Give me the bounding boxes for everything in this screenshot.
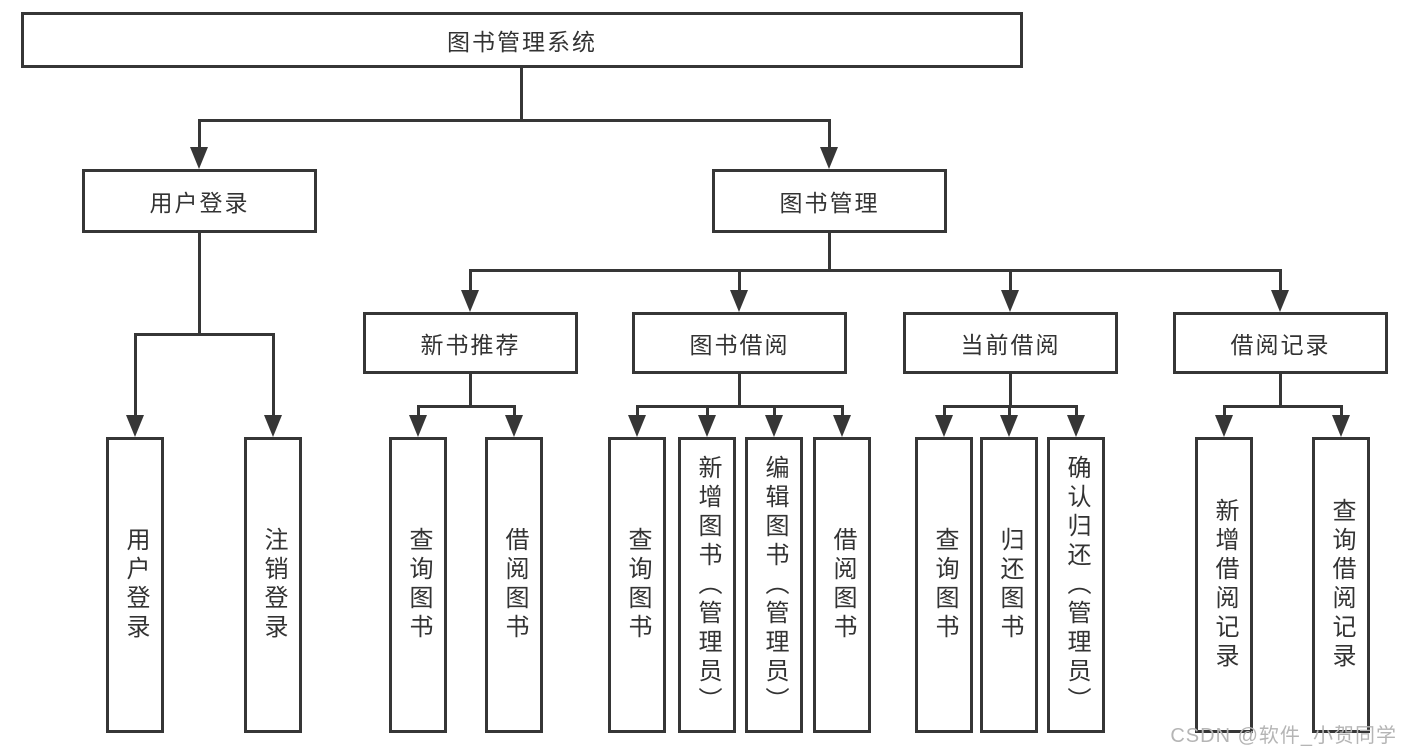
connector-line [469,269,1282,272]
arrow-head [833,415,851,437]
leaf-edit-books-admin: 编辑图书（管理员） [745,437,803,733]
node-label: 当前借阅 [960,332,1061,358]
connector-line [417,406,420,419]
node-label: 用户登录 [149,190,250,216]
connector-line [1009,372,1012,408]
arrow-head [264,415,282,437]
leaf-label: 新增图书（管理员） [694,454,721,716]
connector-line [738,372,741,408]
connector-line [1075,406,1078,419]
node-library-system: 图书管理系统 [21,12,1023,68]
arrow-head [1332,415,1350,437]
connector-line [469,372,472,408]
leaf-label: 查询图书 [405,527,432,643]
connector-line [513,406,516,419]
connector-line [198,119,831,122]
node-label: 图书借阅 [689,332,790,358]
leaf-add-borrow-record: 新增借阅记录 [1195,437,1253,733]
arrow-head [1000,415,1018,437]
leaf-label: 查询图书 [624,527,651,643]
connector-line [417,405,516,408]
connector-line [1223,405,1343,408]
connector-line [272,334,275,419]
connector-line [198,231,201,336]
connector-line [828,120,831,151]
arrow-head [628,415,646,437]
connector-line [636,406,639,419]
leaf-query-books-2: 查询图书 [608,437,666,733]
arrow-head [1067,415,1085,437]
leaf-label: 查询借阅记录 [1328,498,1355,672]
arrow-head [698,415,716,437]
leaf-label: 查询图书 [931,527,958,643]
connector-line [1279,372,1282,408]
arrow-head [190,147,208,169]
connector-line [706,406,709,419]
leaf-return-books: 归还图书 [980,437,1038,733]
arrow-head [730,290,748,312]
node-new-book-recommend: 新书推荐 [363,312,578,374]
leaf-confirm-return-admin: 确认归还（管理员） [1047,437,1105,733]
node-book-borrow: 图书借阅 [632,312,847,374]
arrow-head [1001,290,1019,312]
leaf-add-books-admin: 新增图书（管理员） [678,437,736,733]
connector-line [198,120,201,151]
arrow-head [505,415,523,437]
connector-line [841,406,844,419]
node-borrow-records: 借阅记录 [1173,312,1388,374]
node-label: 新书推荐 [420,332,521,358]
node-label: 图书管理 [779,190,880,216]
arrow-head [126,415,144,437]
arrow-head [935,415,953,437]
leaf-label: 确认归还（管理员） [1063,454,1090,716]
connector-line [828,231,831,272]
connector-line [1009,270,1012,294]
leaf-label: 借阅图书 [829,527,856,643]
connector-line [1223,406,1226,419]
leaf-label: 归还图书 [996,527,1023,643]
leaf-borrow-books-2: 借阅图书 [813,437,871,733]
leaf-logout: 注销登录 [244,437,302,733]
leaf-query-books-3: 查询图书 [915,437,973,733]
connector-line [738,270,741,294]
connector-line [1340,406,1343,419]
connector-line [469,270,472,294]
watermark: CSDN @软件_小贺同学 [1170,725,1397,747]
arrow-head [765,415,783,437]
connector-line [943,406,946,419]
connector-line [636,405,844,408]
node-current-borrow: 当前借阅 [903,312,1118,374]
leaf-label: 编辑图书（管理员） [761,454,788,716]
connector-line [134,333,275,336]
connector-line [520,66,523,121]
leaf-label: 借阅图书 [501,527,528,643]
leaf-query-books-1: 查询图书 [389,437,447,733]
leaf-user-login: 用户登录 [106,437,164,733]
leaf-query-borrow-record: 查询借阅记录 [1312,437,1370,733]
leaf-label: 新增借阅记录 [1211,498,1238,672]
leaf-label: 注销登录 [260,527,287,643]
leaf-borrow-books-1: 借阅图书 [485,437,543,733]
leaf-label: 用户登录 [122,527,149,643]
arrow-head [409,415,427,437]
arrow-head [1215,415,1233,437]
connector-line [773,406,776,419]
connector-line [1008,406,1011,419]
node-user-login: 用户登录 [82,169,317,233]
arrow-head [461,290,479,312]
node-label: 借阅记录 [1230,332,1331,358]
connector-line [134,334,137,419]
connector-line [1279,270,1282,294]
arrow-head [1271,290,1289,312]
arrow-head [820,147,838,169]
node-label: 图书管理系统 [447,29,597,55]
node-book-management: 图书管理 [712,169,947,233]
